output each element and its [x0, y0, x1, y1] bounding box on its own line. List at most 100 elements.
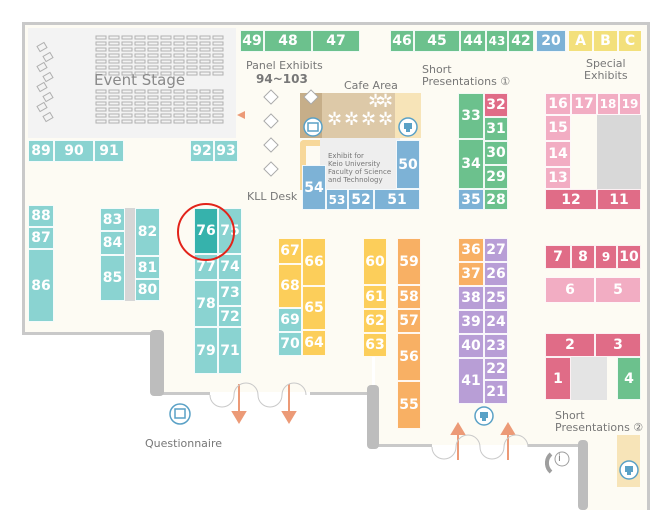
booth-85[interactable]: 85 [100, 255, 125, 301]
booth-18[interactable]: 18 [597, 93, 619, 115]
booth-62[interactable]: 62 [363, 309, 387, 333]
booth-17[interactable]: 17 [571, 93, 597, 115]
questionnaire-icon[interactable] [168, 402, 192, 426]
booth-B[interactable]: B [593, 30, 618, 52]
highlight-circle-marker [177, 203, 235, 261]
booth-54[interactable]: 54 [302, 165, 326, 210]
booth-80[interactable]: 80 [135, 279, 160, 301]
booth-4[interactable]: 4 [617, 357, 641, 400]
booth-87[interactable]: 87 [28, 227, 54, 249]
booth-79[interactable]: 79 [194, 327, 218, 374]
booth-88[interactable]: 88 [28, 205, 54, 227]
booth-11[interactable]: 11 [597, 189, 641, 210]
booth-84[interactable]: 84 [100, 231, 125, 255]
booth-25[interactable]: 25 [484, 286, 508, 310]
booth-35[interactable]: 35 [458, 189, 484, 210]
booth-63[interactable]: 63 [363, 333, 387, 357]
booth-20[interactable]: 20 [536, 30, 566, 52]
booth-89[interactable]: 89 [28, 140, 54, 162]
booth-31[interactable]: 31 [484, 117, 508, 141]
booth-26[interactable]: 26 [484, 262, 508, 286]
booth-64[interactable]: 64 [302, 330, 326, 356]
booth-56[interactable]: 56 [397, 333, 421, 381]
booth-43[interactable]: 43 [486, 30, 508, 52]
booth-92[interactable]: 92 [190, 140, 214, 162]
panel-exhibit-boards[interactable] [262, 88, 322, 188]
booth-34[interactable]: 34 [458, 139, 484, 189]
booth-74[interactable]: 74 [218, 254, 242, 280]
booth-58[interactable]: 58 [397, 285, 421, 309]
booth-53[interactable]: 53 [326, 189, 348, 210]
booth-40[interactable]: 40 [458, 334, 484, 358]
booth-91[interactable]: 91 [94, 140, 124, 162]
booth-C[interactable]: C [618, 30, 642, 52]
booth-46[interactable]: 46 [390, 30, 414, 52]
booth-27[interactable]: 27 [484, 238, 508, 262]
booth-50[interactable]: 50 [396, 140, 420, 189]
booth-41[interactable]: 41 [458, 358, 484, 404]
kll-exhibit-area[interactable] [320, 138, 400, 189]
booth-32[interactable]: 32 [484, 93, 508, 117]
booth-65[interactable]: 65 [302, 286, 326, 330]
booth-8[interactable]: 8 [571, 245, 595, 269]
booth-1[interactable]: 1 [545, 357, 571, 400]
booth-42[interactable]: 42 [508, 30, 534, 52]
booth-38[interactable]: 38 [458, 286, 484, 310]
booth-24[interactable]: 24 [484, 310, 508, 334]
booth-73[interactable]: 73 [218, 280, 242, 306]
booth-66[interactable]: 66 [302, 238, 326, 286]
booth-29[interactable]: 29 [484, 165, 508, 189]
booth-82[interactable]: 82 [135, 208, 160, 256]
booth-23[interactable]: 23 [484, 334, 508, 358]
booth-45[interactable]: 45 [414, 30, 460, 52]
booth-49[interactable]: 49 [240, 30, 264, 52]
booth-90[interactable]: 90 [54, 140, 94, 162]
booth-7[interactable]: 7 [545, 245, 571, 269]
booth-16[interactable]: 16 [545, 93, 571, 115]
booth-86[interactable]: 86 [28, 249, 54, 322]
booth-6[interactable]: 6 [545, 277, 595, 303]
booth-76[interactable]: 76 [194, 208, 218, 254]
booth-51[interactable]: 51 [374, 189, 420, 210]
booth-70[interactable]: 70 [278, 332, 302, 356]
booth-5[interactable]: 5 [595, 277, 641, 303]
booth-19[interactable]: 19 [619, 93, 641, 115]
booth-2[interactable]: 2 [545, 333, 595, 357]
booth-44[interactable]: 44 [460, 30, 486, 52]
booth-72[interactable]: 72 [218, 306, 242, 327]
booth-12[interactable]: 12 [545, 189, 597, 210]
booth-33[interactable]: 33 [458, 93, 484, 139]
booth-47[interactable]: 47 [312, 30, 360, 52]
panel-exhibits-range: 94~103 [256, 72, 308, 86]
booth-22[interactable]: 22 [484, 358, 508, 380]
booth-14[interactable]: 14 [545, 141, 571, 167]
booth-71[interactable]: 71 [218, 327, 242, 374]
booth-10[interactable]: 10 [617, 245, 641, 269]
booth-61[interactable]: 61 [363, 285, 387, 309]
booth-3[interactable]: 3 [595, 333, 641, 357]
booth-39[interactable]: 39 [458, 310, 484, 334]
booth-13[interactable]: 13 [545, 167, 571, 189]
booth-57[interactable]: 57 [397, 309, 421, 333]
booth-68[interactable]: 68 [278, 264, 302, 308]
booth-55[interactable]: 55 [397, 381, 421, 429]
booth-78[interactable]: 78 [194, 280, 218, 327]
booth-59[interactable]: 59 [397, 238, 421, 285]
booth-81[interactable]: 81 [135, 256, 160, 279]
booth-9[interactable]: 9 [595, 245, 617, 269]
info-icon[interactable] [545, 448, 575, 478]
booth-37[interactable]: 37 [458, 262, 484, 286]
booth-28[interactable]: 28 [484, 189, 508, 210]
booth-83[interactable]: 83 [100, 208, 125, 231]
booth-21[interactable]: 21 [484, 380, 508, 404]
booth-A[interactable]: A [568, 30, 593, 52]
booth-15[interactable]: 15 [545, 115, 571, 141]
booth-93[interactable]: 93 [214, 140, 238, 162]
booth-69[interactable]: 69 [278, 308, 302, 332]
booth-52[interactable]: 52 [348, 189, 374, 210]
booth-60[interactable]: 60 [363, 238, 387, 285]
booth-67[interactable]: 67 [278, 238, 302, 264]
booth-36[interactable]: 36 [458, 238, 484, 262]
booth-30[interactable]: 30 [484, 141, 508, 165]
booth-48[interactable]: 48 [264, 30, 312, 52]
